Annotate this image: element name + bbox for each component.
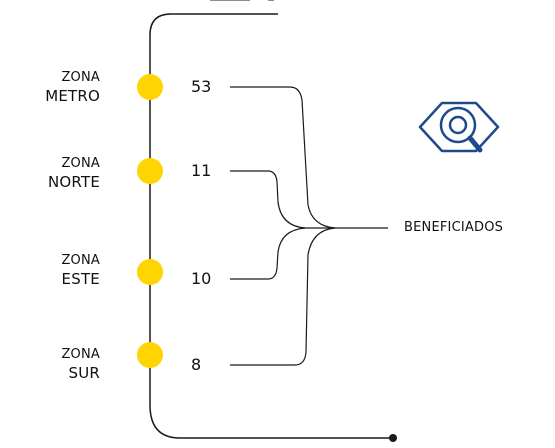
zone-dot-norte: [137, 158, 163, 184]
zone-count-norte: 11: [191, 161, 212, 180]
zone-dot-este: [137, 259, 163, 285]
zone-label-line2: METRO: [45, 87, 100, 105]
bracket-line-metro: [230, 86, 336, 229]
zone-label-line1: ZONA: [61, 156, 100, 171]
zone-label-sur: ZONA SUR: [0, 346, 100, 382]
zone-count-metro: 53: [191, 77, 212, 96]
zone-label-line2: SUR: [68, 364, 100, 382]
zone-label-line1: ZONA: [61, 347, 100, 362]
zone-count-sur: 8: [191, 355, 202, 374]
zone-label-este: ZONA ESTE: [0, 252, 100, 288]
zone-label-line1: ZONA: [61, 70, 100, 85]
zone-label-line1: ZONA: [61, 253, 100, 268]
zone-label-norte: ZONA NORTE: [0, 155, 100, 191]
bracket-line-este: [230, 227, 306, 280]
end-dot: [389, 434, 397, 442]
eye-search-icon: [418, 101, 500, 153]
top-connector-line: [149, 13, 278, 62]
bracket-line-sur: [230, 227, 336, 366]
zone-label-line2: ESTE: [61, 270, 100, 288]
bottom-connector-line: [149, 404, 393, 439]
target-label: BENEFICIADOS: [404, 220, 504, 235]
zone-dot-metro: [137, 74, 163, 100]
zone-dot-sur: [137, 342, 163, 368]
bracket-line-norte: [230, 170, 306, 229]
zone-label-line2: NORTE: [48, 173, 100, 191]
zone-label-metro: ZONA METRO: [0, 69, 100, 105]
zone-count-este: 10: [191, 269, 212, 288]
